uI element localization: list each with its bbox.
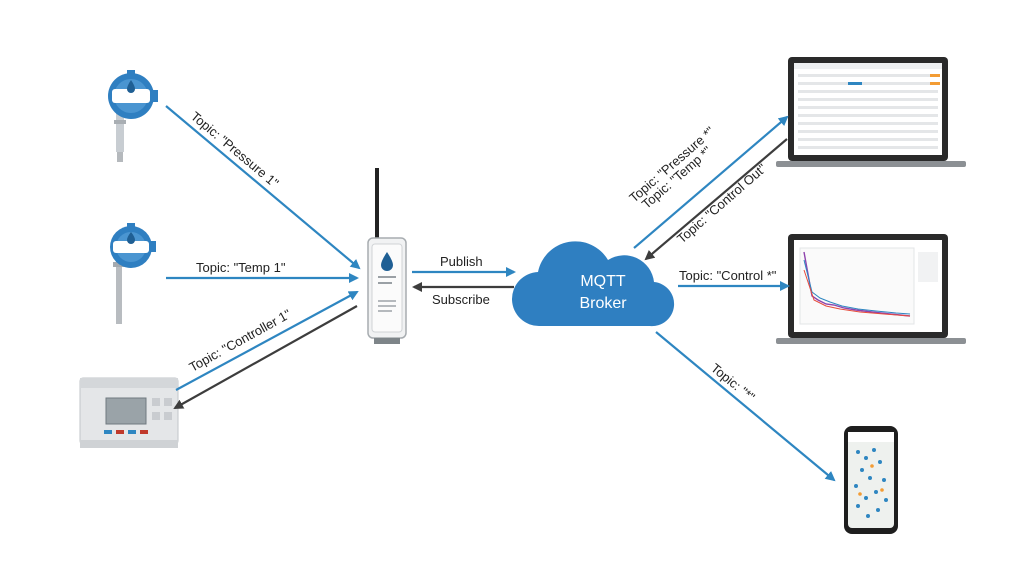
arrow-gateway-to-controller [173,305,358,409]
temperature-sensor-icon [110,223,156,324]
wireless-gateway-icon [367,168,407,344]
broker-label: MQTT Broker [553,271,653,315]
phone-map-icon [844,426,898,534]
mqtt-broker-cloud [511,241,675,327]
arrow-broker-to-table-laptop [633,115,789,249]
arrow-table-laptop-to-broker [644,138,788,261]
broker-label-line1: MQTT [580,273,626,290]
laptop-table-icon [776,57,966,167]
label-control-topic: Topic: "Control *" [679,268,777,283]
plc-controller-icon [79,377,179,448]
label-subscribe: Subscribe [432,292,490,307]
label-temp-topic: Topic: "Temp 1" [196,260,286,275]
arrow-controller-to-gateway [175,291,359,391]
broker-label-line2: Broker [579,295,627,312]
arrow-broker-to-phone [655,331,836,482]
label-publish: Publish [440,254,483,269]
laptop-chart-icon [776,234,966,344]
pressure-sensor-icon [108,70,158,162]
arrow-pressure-to-gateway [165,105,361,270]
